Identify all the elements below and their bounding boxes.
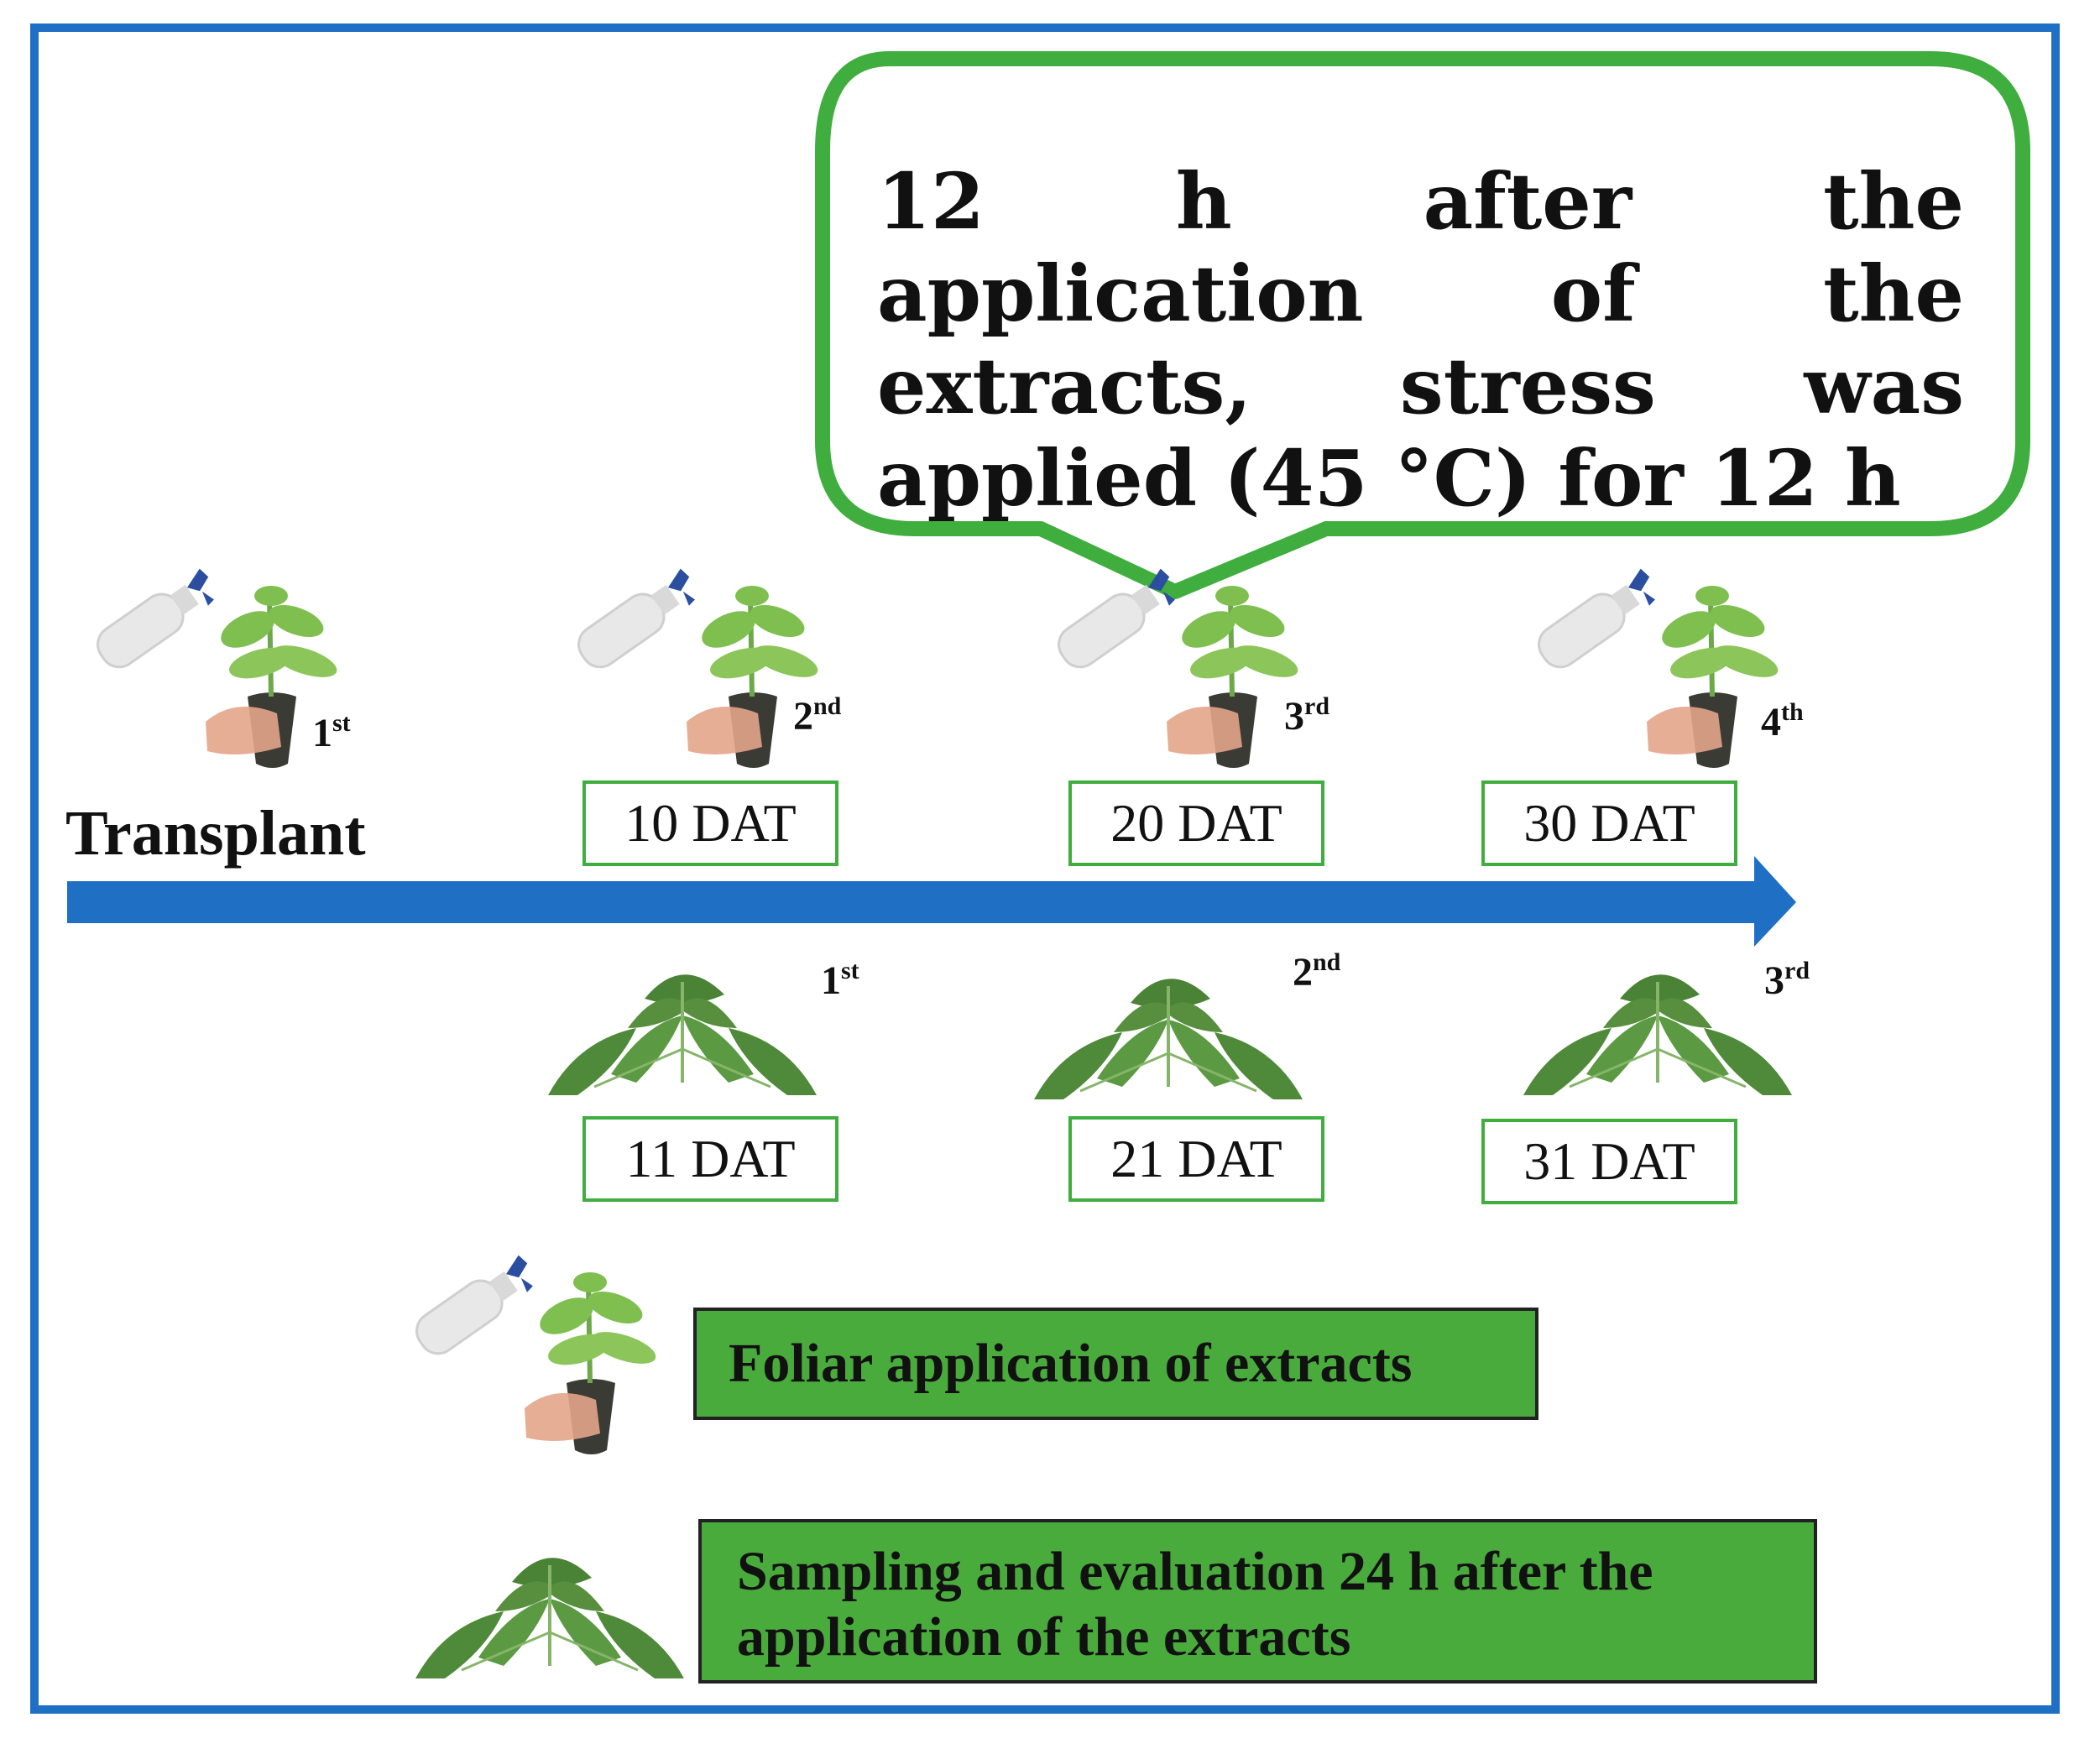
transplant-label: Transplant [65, 798, 366, 869]
callout-text: 12 h after the application of the extrac… [877, 156, 1964, 524]
spray-bottle-seedling-icon [1538, 568, 1779, 768]
legend-sampling-text-line2: application of the extracts [737, 1606, 1351, 1668]
sampling-ordinal-1: 1st [821, 957, 859, 1003]
sampling-day-label-31: 31 DAT [1481, 1119, 1737, 1204]
legend-sampling: Sampling and evaluation 24 h after the a… [698, 1519, 1817, 1684]
application-ordinal-3: 3rd [1284, 692, 1329, 739]
spray-bottle-seedling-icon [97, 568, 337, 768]
sampling-ordinal-2: 2nd [1293, 948, 1341, 994]
legend-foliar-text: Foliar application of extracts [729, 1333, 1413, 1394]
application-ordinal-1: 1st [312, 709, 351, 755]
legend-foliar-application: Foliar application of extracts [693, 1308, 1538, 1420]
sampling-day-label-11: 11 DAT [582, 1116, 838, 1202]
tomato-leaf-icon [548, 974, 817, 1095]
sampling-day-label-21: 21 DAT [1068, 1116, 1324, 1202]
spray-bottle-seedling-icon [577, 568, 818, 768]
legend-tomato-leaf-icon [415, 1558, 684, 1678]
tomato-leaf-icon [1523, 974, 1792, 1095]
application-day-label-10: 10 DAT [582, 780, 838, 866]
application-ordinal-4: 4th [1761, 698, 1804, 744]
legend-spray-bottle-seedling-icon [415, 1255, 656, 1454]
spray-bottle-seedling-icon [1058, 568, 1298, 768]
sampling-ordinal-3: 3rd [1764, 957, 1810, 1003]
legend-sampling-text-line1: Sampling and evaluation 24 h after the [737, 1541, 1653, 1602]
application-ordinal-2: 2nd [793, 692, 842, 739]
outer-frame [30, 23, 2060, 1714]
application-day-label-20: 20 DAT [1068, 780, 1324, 866]
application-day-label-30: 30 DAT [1481, 780, 1737, 866]
tomato-leaf-icon [1034, 979, 1303, 1099]
